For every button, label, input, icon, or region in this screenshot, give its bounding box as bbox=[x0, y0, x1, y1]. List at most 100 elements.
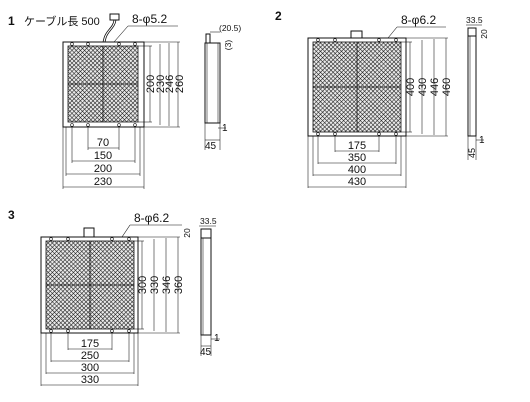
mesh-line bbox=[313, 42, 351, 81]
unit-1-width-70: 70 bbox=[97, 137, 109, 149]
unit-1-side-body bbox=[204, 42, 221, 124]
mesh-line bbox=[378, 109, 401, 132]
mesh-line bbox=[113, 97, 138, 122]
mesh-line bbox=[109, 241, 134, 267]
unit-3-height-330: 330 bbox=[149, 276, 161, 294]
mesh-line bbox=[96, 241, 134, 279]
unit-3-width-250: 250 bbox=[81, 350, 99, 362]
mesh-line bbox=[313, 102, 343, 132]
mesh-line bbox=[313, 110, 335, 132]
unit-3-number: 3 bbox=[8, 208, 15, 222]
unit-3-side-thickness: 1 bbox=[214, 333, 220, 344]
unit-1-width-230: 230 bbox=[94, 176, 112, 188]
mesh-line bbox=[382, 113, 401, 132]
mesh-line bbox=[113, 241, 134, 262]
unit-1-hole-spec: 8-φ5.2 bbox=[132, 12, 167, 26]
mesh-line bbox=[122, 105, 138, 122]
unit-2-width-dims: 175 350 400 430 bbox=[307, 136, 407, 188]
unit-3-height-360: 360 bbox=[173, 276, 185, 294]
mesh-line bbox=[313, 131, 314, 132]
mesh-line bbox=[361, 92, 401, 132]
unit-1-side-depth: 45 bbox=[205, 141, 217, 152]
unit-1-side-offset-dim: (3) bbox=[223, 40, 233, 51]
mesh-line bbox=[117, 241, 134, 258]
unit-3-hole-spec: 8-φ6.2 bbox=[134, 211, 169, 225]
mesh-line bbox=[357, 88, 401, 132]
unit-3-side-depth: 45 bbox=[200, 347, 212, 358]
unit-1-width-150: 150 bbox=[94, 150, 112, 162]
unit-1-width-200: 200 bbox=[94, 163, 112, 175]
unit-3-height-346: 346 bbox=[161, 276, 173, 294]
unit-2-width-175: 175 bbox=[348, 140, 366, 152]
mesh-line bbox=[313, 93, 351, 132]
mesh-line bbox=[105, 46, 138, 79]
unit-2-height-dims: 400 430 446 460 bbox=[401, 37, 453, 137]
unit-2-height-460: 460 bbox=[441, 78, 453, 96]
unit-3-width-175: 175 bbox=[81, 338, 99, 350]
mesh-line bbox=[313, 42, 314, 43]
unit-3-side-offset-dim: 20 bbox=[182, 228, 192, 238]
unit-2-height-400: 400 bbox=[405, 78, 417, 96]
unit-1-cable-note: ケーブル長 500 bbox=[24, 14, 100, 28]
mesh-line bbox=[101, 84, 138, 122]
mesh-line bbox=[113, 46, 138, 71]
mesh-line bbox=[46, 241, 47, 242]
mesh-line bbox=[374, 104, 401, 132]
unit-3-width-dims: 175 250 300 330 bbox=[40, 333, 139, 386]
mesh-line bbox=[68, 46, 73, 51]
unit-2-mounting-holes bbox=[316, 38, 398, 136]
unit-2-height-446: 446 bbox=[429, 78, 441, 96]
unit-2: 2 8-φ6.2 bbox=[275, 9, 489, 188]
mesh-line bbox=[46, 328, 47, 329]
unit-1-cable-wire bbox=[102, 19, 115, 43]
unit-1-height-260: 260 bbox=[174, 75, 186, 93]
mesh-line bbox=[68, 121, 69, 122]
mesh-line bbox=[109, 46, 138, 75]
unit-2-number: 2 bbox=[275, 9, 282, 23]
unit-1-height-200: 200 bbox=[145, 75, 157, 93]
mesh-line bbox=[378, 42, 401, 65]
unit-1-cable-connector bbox=[109, 13, 120, 21]
mesh-line bbox=[374, 42, 401, 70]
unit-3-height-300: 300 bbox=[137, 276, 149, 294]
mesh-line bbox=[361, 42, 401, 82]
mesh-line bbox=[369, 42, 401, 74]
unit-3-side-body bbox=[200, 228, 212, 336]
mesh-line bbox=[117, 312, 134, 329]
mesh-line bbox=[382, 42, 401, 61]
unit-1-side-top-dim: (20.5) bbox=[219, 23, 241, 33]
mesh-line bbox=[68, 117, 73, 122]
unit-1-width-dims: 70 150 200 230 bbox=[62, 127, 145, 189]
mesh-line bbox=[122, 46, 138, 63]
mesh-line bbox=[313, 42, 339, 68]
unit-2-hole-spec: 8-φ6.2 bbox=[401, 13, 436, 27]
mesh-line bbox=[92, 241, 134, 283]
unit-2-side-thickness: 1 bbox=[479, 135, 485, 146]
mesh-line bbox=[369, 100, 401, 132]
mesh-line bbox=[101, 46, 138, 84]
unit-1-height-dims: 200 230 246 260 bbox=[138, 41, 186, 128]
mesh-line bbox=[313, 89, 356, 132]
unit-1-height-230: 230 bbox=[155, 75, 167, 93]
mesh-line bbox=[105, 89, 138, 122]
unit-2-width-400: 400 bbox=[348, 164, 366, 176]
unit-1-side-thickness: 1 bbox=[222, 123, 228, 134]
unit-1-hole-leader-arrow bbox=[113, 25, 129, 43]
unit-3-height-dims: 300 330 346 360 bbox=[134, 236, 185, 334]
mesh-line bbox=[313, 106, 339, 132]
unit-1-number: 1 bbox=[8, 14, 15, 28]
mesh-line bbox=[313, 42, 347, 76]
unit-2-side-body bbox=[467, 27, 477, 137]
mesh-line bbox=[357, 42, 401, 86]
unit-1: 1 ケーブル長 500 8-φ5.2 bbox=[8, 12, 241, 189]
unit-3-mounting-holes bbox=[49, 237, 131, 333]
mesh-line bbox=[109, 303, 134, 329]
unit-2-side-offset-dim: 20 bbox=[479, 29, 489, 39]
unit-2-side-depth: 45 bbox=[467, 148, 477, 158]
unit-2-side-top-dim: 33.5 bbox=[466, 15, 483, 25]
unit-3: 3 8-φ6.2 bbox=[8, 208, 220, 386]
mesh-line bbox=[313, 42, 343, 72]
mesh-line bbox=[117, 101, 138, 122]
mesh-line bbox=[365, 42, 401, 78]
unit-1-height-246: 246 bbox=[164, 75, 176, 93]
